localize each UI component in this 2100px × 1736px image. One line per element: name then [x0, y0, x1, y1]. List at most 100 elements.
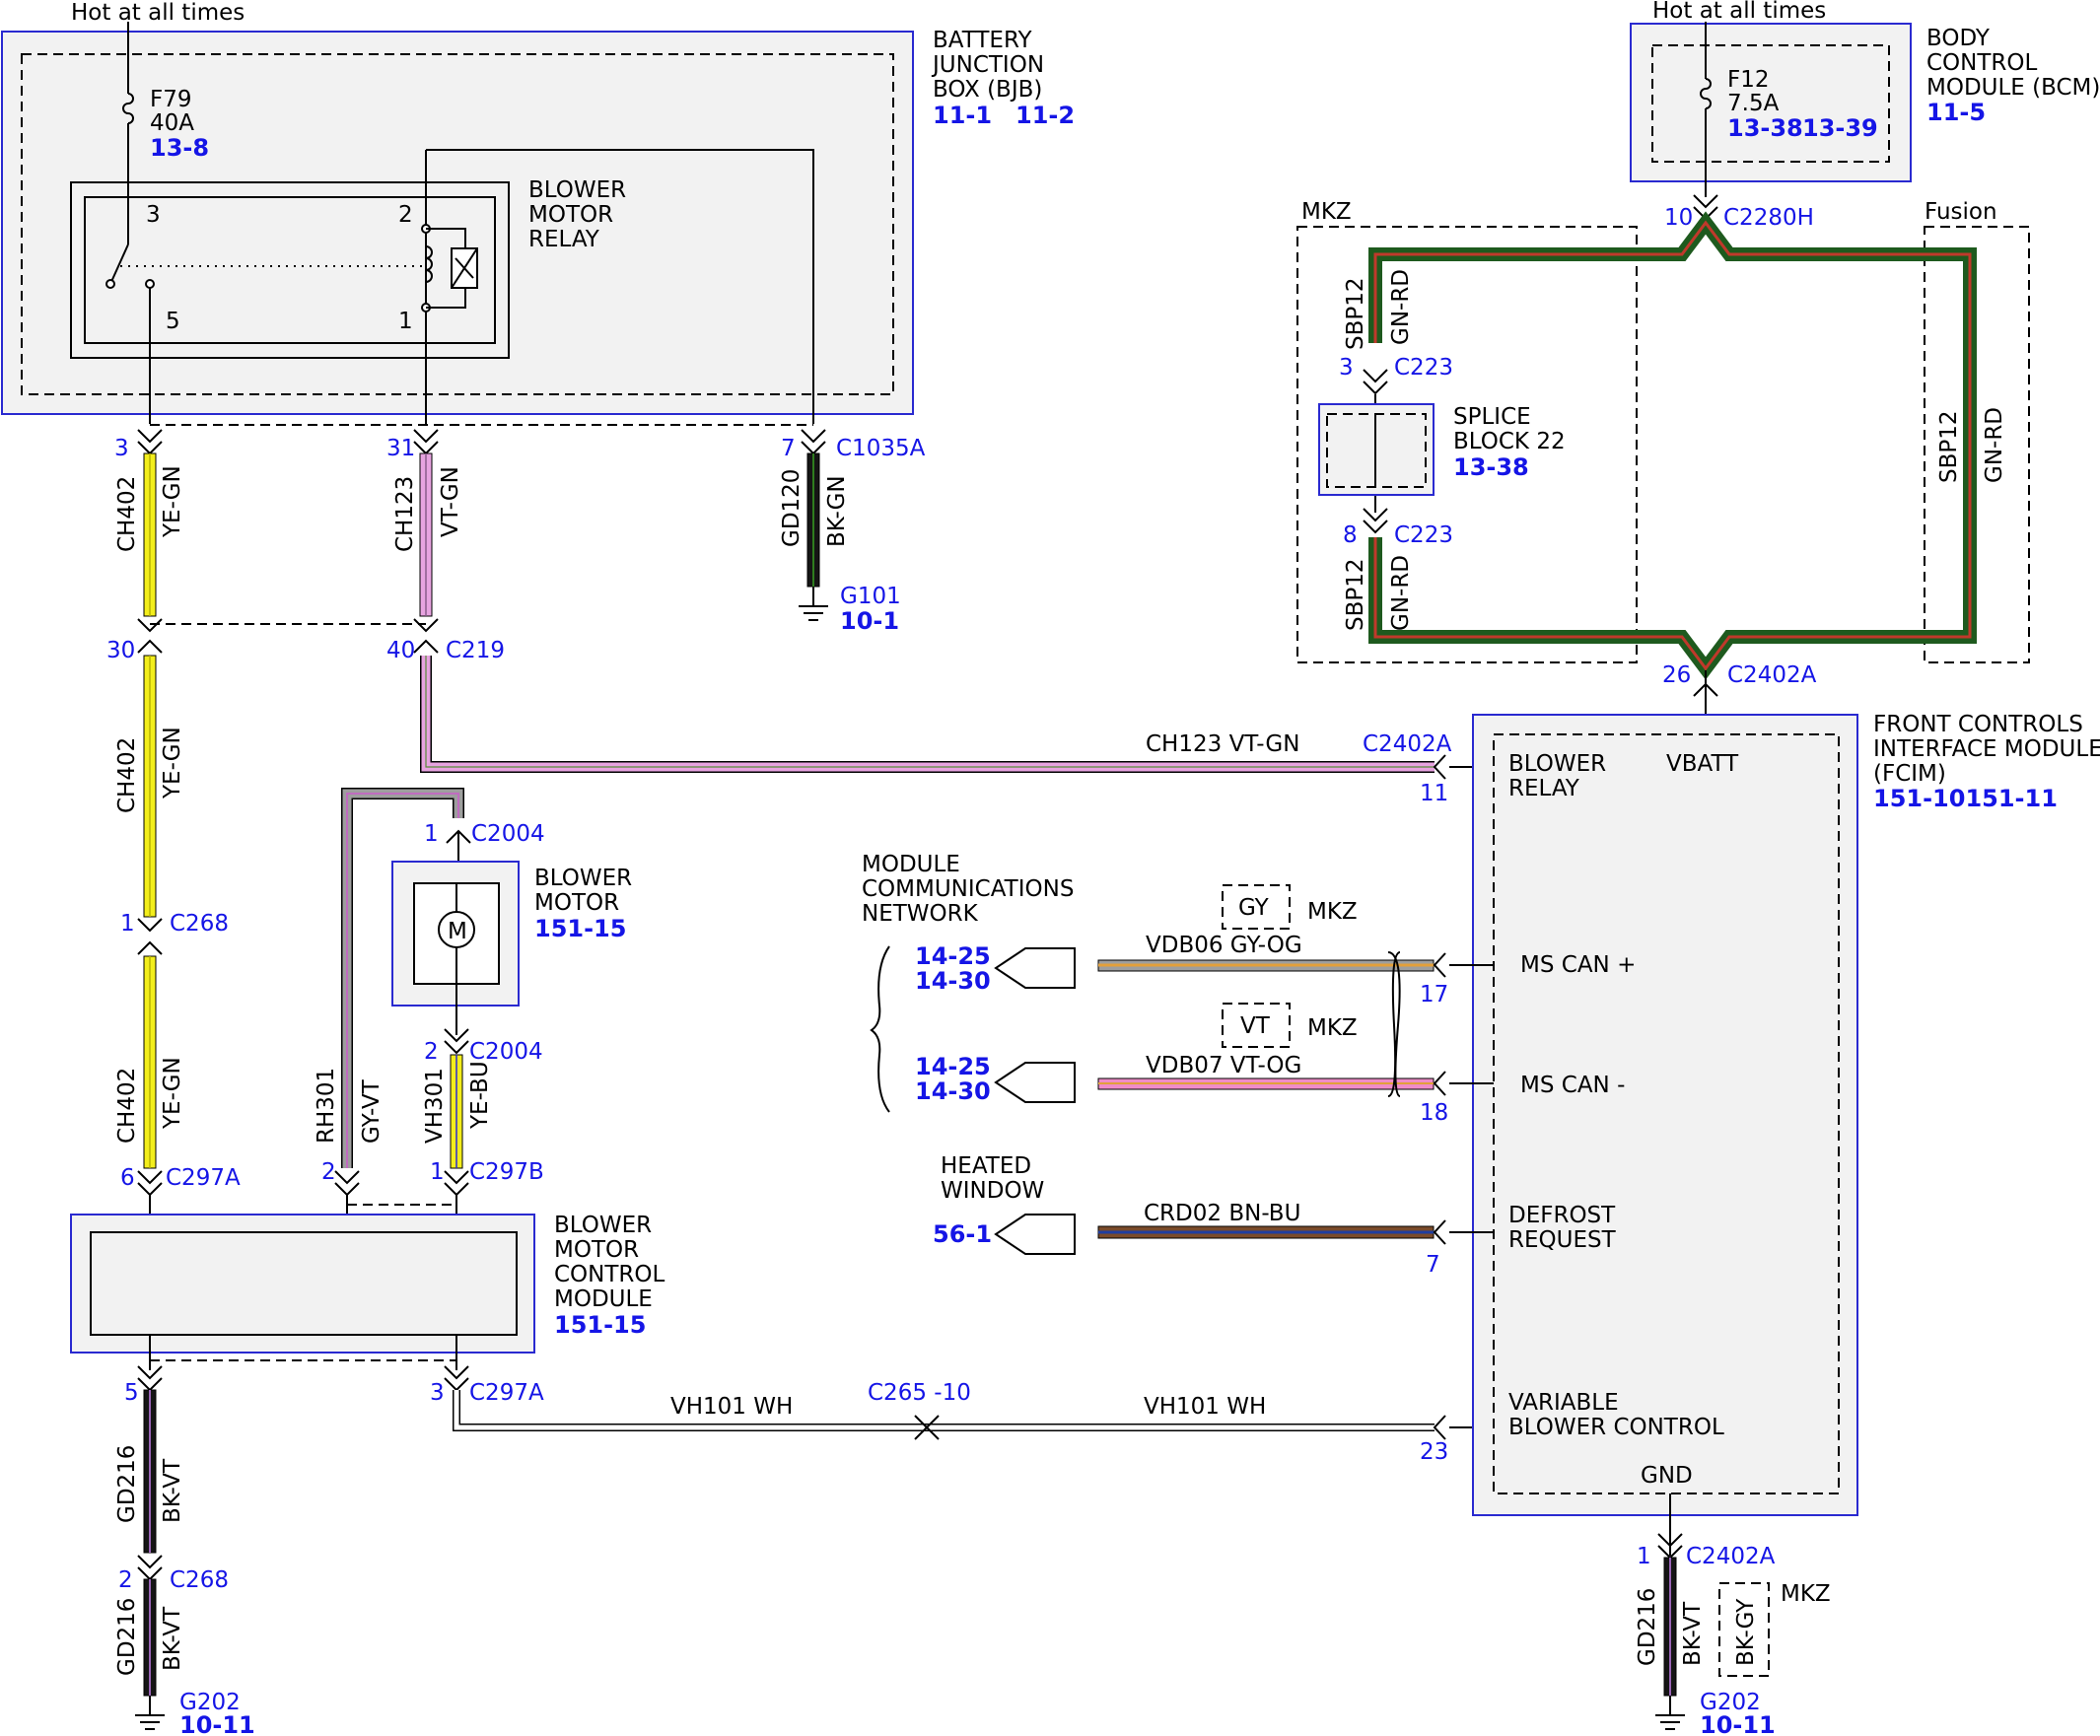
yegn-label-2: YE-GN — [160, 727, 185, 799]
gnd-label: GND — [1641, 1463, 1693, 1489]
f12-ref-1: 13-38 — [1727, 114, 1803, 142]
svg-text:(FCIM): (FCIM) — [1873, 761, 1946, 787]
c219-label: C219 — [446, 638, 505, 663]
g202b-label: G202 — [1700, 1690, 1761, 1715]
svg-text:MOTOR: MOTOR — [528, 202, 613, 228]
crd02-label: CRD02 BN-BU — [1144, 1201, 1300, 1226]
pin-17-label: 17 — [1420, 982, 1448, 1007]
svg-text:CONTROL: CONTROL — [1926, 50, 2038, 76]
pin-1-label-c268: 1 — [120, 911, 135, 937]
motor-m-label: M — [448, 919, 467, 944]
c265-label: C265 -10 — [868, 1380, 971, 1406]
c223-label-1: C223 — [1394, 355, 1453, 381]
vt-label: VT — [1240, 1013, 1271, 1039]
pin-11-label: 11 — [1420, 781, 1448, 806]
svg-text:BLOWER CONTROL: BLOWER CONTROL — [1508, 1415, 1724, 1440]
f79-amps: 40A — [150, 110, 194, 136]
pin-6-label: 6 — [120, 1165, 135, 1191]
pin-23-label: 23 — [1420, 1439, 1448, 1465]
vh301-label: VH301 — [422, 1068, 448, 1144]
gd216-label: GD216 — [114, 1445, 140, 1523]
g202b-ref: 10-11 — [1700, 1711, 1776, 1736]
svg-text:INTERFACE MODULE: INTERFACE MODULE — [1873, 736, 2100, 762]
svg-text:BOX (BJB): BOX (BJB) — [933, 77, 1042, 103]
bjb-box — [1, 31, 914, 415]
pin-31-label: 31 — [386, 436, 415, 461]
vbatt-label: VBATT — [1666, 751, 1739, 777]
c268-label-2: C268 — [170, 1567, 229, 1593]
bcm-ref: 11-5 — [1926, 99, 1986, 126]
svg-text:MOTOR: MOTOR — [554, 1237, 639, 1263]
pin-2-c297a: 2 — [321, 1159, 336, 1185]
gd216-label-2: GD216 — [114, 1598, 140, 1676]
svg-text:BLOCK 22: BLOCK 22 — [1453, 429, 1566, 454]
gnrd-label-2: GN-RD — [1388, 555, 1414, 631]
pin-18-label: 18 — [1420, 1100, 1448, 1126]
c2004-label: C2004 — [471, 821, 545, 847]
ground-icon-g101 — [799, 587, 828, 621]
gd216-label-3: GD216 — [1635, 1588, 1660, 1666]
bmcm-ref: 151-15 — [554, 1311, 646, 1339]
vdb06-label: VDB06 GY-OG — [1146, 933, 1302, 958]
twisted-pair-icon — [1387, 951, 1401, 1097]
pin-3-label: 3 — [114, 436, 129, 461]
c297a-label: C297A — [166, 1165, 241, 1191]
fusion-label: Fusion — [1925, 199, 1997, 225]
hot-label-1: Hot at all times — [71, 0, 245, 26]
svg-text:MODULE: MODULE — [862, 852, 960, 877]
ref-56-1: 56-1 — [933, 1220, 992, 1248]
pin-30-label: 30 — [106, 638, 135, 663]
gnrd-label-3: GN-RD — [1982, 407, 2007, 483]
bjb-ref-2: 11-2 — [1015, 102, 1075, 129]
ch123-vtgn-label: CH123 VT-GN — [1146, 731, 1299, 757]
network-brace — [870, 945, 890, 1113]
svg-text:RELAY: RELAY — [1508, 776, 1580, 801]
pin-7-label: 7 — [781, 436, 796, 461]
c2280h-label: C2280H — [1723, 205, 1814, 231]
pin-40-label: 40 — [386, 638, 415, 663]
sbp12-label-2: SBP12 — [1343, 558, 1368, 631]
svg-text:MODULE: MODULE — [554, 1286, 653, 1312]
pin-8-c223: 8 — [1343, 522, 1358, 548]
relay-pin-3: 3 — [146, 202, 161, 228]
svg-text:CONTROL: CONTROL — [554, 1262, 665, 1287]
g101-label: G101 — [840, 584, 901, 609]
mkz-label-3: MKZ — [1307, 1015, 1358, 1041]
pin-2-c268: 2 — [118, 1567, 133, 1593]
vh101-label-2: VH101 WH — [1144, 1394, 1266, 1420]
gyvt-label: GY-VT — [359, 1078, 385, 1144]
relay-pin-5: 5 — [166, 309, 180, 334]
bkvt-label-3: BK-VT — [1680, 1601, 1706, 1666]
c297b-label: C297B — [469, 1159, 544, 1185]
svg-text:JUNCTION: JUNCTION — [931, 52, 1044, 78]
svg-text:REQUEST: REQUEST — [1508, 1227, 1617, 1253]
pin-3-c223: 3 — [1339, 355, 1354, 381]
gd120-label: GD120 — [779, 469, 805, 547]
mkz-label: MKZ — [1301, 199, 1352, 225]
relay-pin-1: 1 — [398, 309, 413, 334]
fusion-box — [1924, 226, 2030, 663]
ref-14-25-a: 14-25 — [915, 942, 991, 970]
svg-text:FRONT CONTROLS: FRONT CONTROLS — [1873, 712, 2083, 737]
pin-7-fcim: 7 — [1426, 1252, 1440, 1278]
pin-3-c297a: 3 — [430, 1380, 445, 1406]
connector-arrow-2 — [994, 1062, 1076, 1103]
vtgn-label: VT-GN — [438, 466, 463, 537]
svg-text:WINDOW: WINDOW — [941, 1178, 1044, 1204]
svg-text:COMMUNICATIONS: COMMUNICATIONS — [862, 876, 1074, 902]
svg-text:BLOWER: BLOWER — [1508, 751, 1606, 777]
f79-label: F79 — [150, 87, 192, 112]
c268-label: C268 — [170, 911, 229, 937]
yegn-label: YE-GN — [160, 465, 185, 538]
connector-arrow-1 — [994, 947, 1076, 989]
gy-label: GY — [1238, 895, 1270, 921]
bkgn-label: BK-GN — [824, 475, 850, 547]
